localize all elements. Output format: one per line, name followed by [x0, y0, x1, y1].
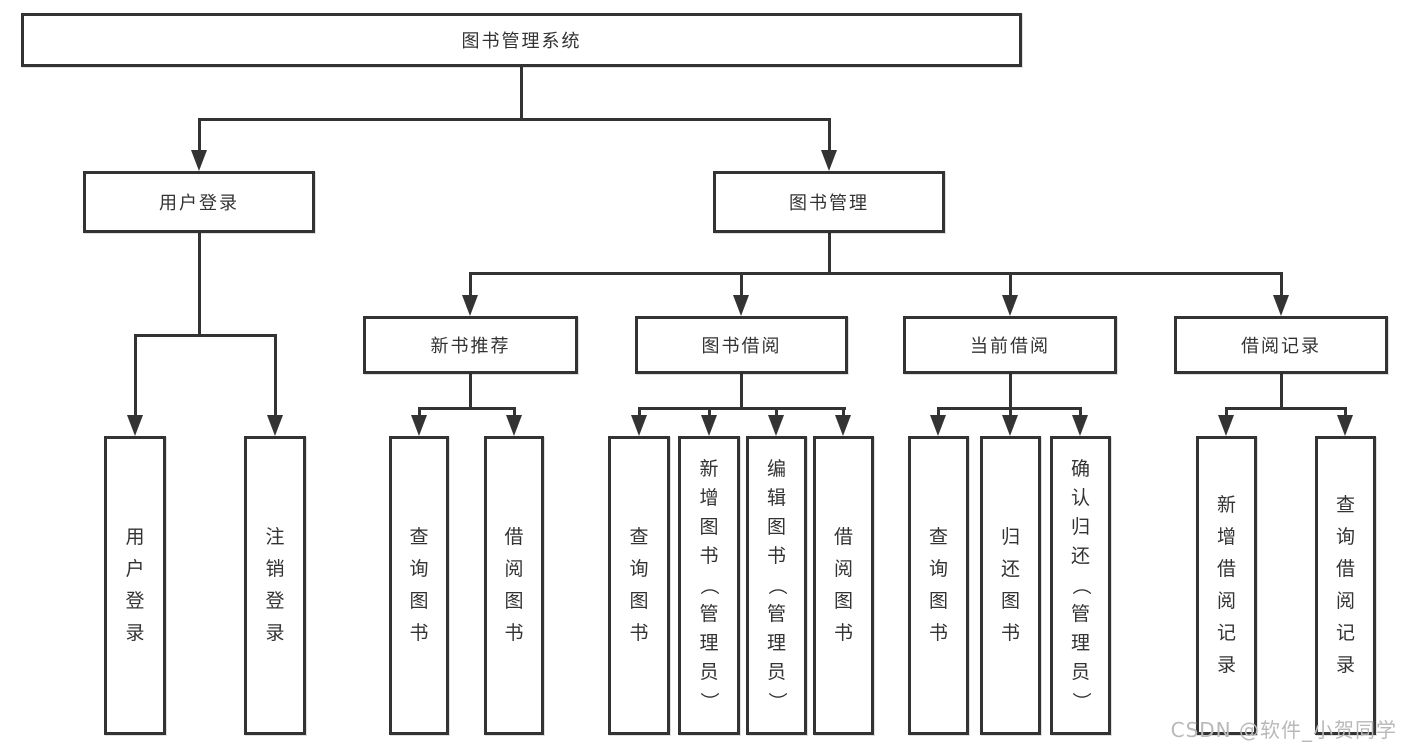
- node-label: 查询图书: [409, 526, 429, 644]
- node-label: 借阅图书: [504, 526, 524, 644]
- leaf-borrow-books: 借阅图书: [484, 436, 544, 735]
- connector-line: [417, 407, 421, 419]
- node-label: 新增图书（管理员）: [698, 458, 721, 712]
- connector-line: [1344, 407, 1347, 419]
- connector-line: [1225, 407, 1228, 419]
- node-label: 查询图书: [928, 526, 948, 644]
- connector-line: [1008, 374, 1012, 410]
- node-label: 确认归还（管理员）: [1069, 458, 1092, 712]
- connector-line: [197, 118, 201, 154]
- node-label: 注销登录: [265, 526, 285, 644]
- arrow-down-icon: [1002, 295, 1018, 316]
- leaf-edit-books-admin: 编辑图书（管理员）: [746, 436, 807, 735]
- node-label: 查询借阅记录: [1335, 494, 1355, 676]
- leaf-query-borrow-record: 查询借阅记录: [1315, 436, 1376, 735]
- node-label: 新书推荐: [430, 336, 511, 357]
- connector-line: [1279, 272, 1283, 298]
- connector-line: [512, 407, 516, 419]
- leaf-add-borrow-record: 新增借阅记录: [1196, 436, 1257, 735]
- connector-line: [937, 407, 940, 419]
- arrow-down-icon: [1002, 415, 1018, 436]
- connector-line: [637, 407, 641, 419]
- connector-line: [827, 118, 831, 154]
- connector-line: [273, 334, 277, 418]
- arrow-down-icon: [733, 295, 749, 316]
- node-book-management: 图书管理: [713, 171, 945, 233]
- node-label: 用户登录: [125, 526, 145, 644]
- connector-line: [197, 118, 831, 121]
- connector-line: [740, 272, 743, 298]
- node-label: 新增借阅记录: [1216, 494, 1236, 676]
- arrow-down-icon: [1337, 415, 1353, 436]
- connector-line: [707, 407, 711, 419]
- node-label: 借阅记录: [1241, 336, 1321, 357]
- node-label: 查询图书: [629, 526, 649, 644]
- arrow-down-icon: [631, 415, 647, 436]
- connector-line: [775, 407, 778, 419]
- node-borrowing-records: 借阅记录: [1174, 316, 1388, 374]
- node-label: 图书管理: [789, 193, 869, 214]
- leaf-logout: 注销登录: [244, 436, 306, 735]
- leaf-query-books: 查询图书: [908, 436, 969, 735]
- arrow-down-icon: [930, 415, 946, 436]
- node-current-borrowing: 当前借阅: [903, 316, 1117, 374]
- connector-line: [417, 407, 516, 410]
- arrow-down-icon: [191, 150, 207, 171]
- connector-line: [469, 374, 472, 410]
- arrow-down-icon: [835, 415, 851, 436]
- connector-line: [740, 374, 743, 410]
- node-book-borrowing: 图书借阅: [635, 316, 848, 374]
- connector-line: [827, 233, 831, 275]
- arrow-down-icon: [267, 415, 283, 436]
- node-label: 归还图书: [1000, 526, 1020, 644]
- node-library-management-system: 图书管理系统: [21, 13, 1022, 67]
- node-label: 编辑图书（管理员）: [765, 458, 788, 712]
- arrow-down-icon: [411, 415, 427, 436]
- node-label: 图书管理系统: [461, 31, 582, 52]
- leaf-return-books: 归还图书: [980, 436, 1041, 735]
- node-label: 借阅图书: [833, 526, 853, 644]
- arrow-down-icon: [768, 415, 784, 436]
- leaf-borrow-books: 借阅图书: [813, 436, 874, 735]
- connector-line: [133, 334, 277, 337]
- leaf-query-books: 查询图书: [608, 436, 670, 735]
- arrow-down-icon: [821, 150, 837, 171]
- connector-line: [1225, 407, 1347, 410]
- connector-line: [469, 272, 472, 298]
- connector-line: [637, 407, 846, 410]
- connector-line: [1008, 272, 1012, 298]
- arrow-down-icon: [506, 415, 522, 436]
- arrow-down-icon: [462, 295, 478, 316]
- connector-line: [133, 334, 137, 418]
- connector-line: [1009, 407, 1012, 419]
- connector-line: [197, 233, 201, 337]
- connector-line: [842, 407, 845, 419]
- node-label: 用户登录: [159, 193, 239, 214]
- leaf-query-books: 查询图书: [389, 436, 449, 735]
- node-label: 当前借阅: [970, 336, 1050, 357]
- leaf-confirm-return-admin: 确认归还（管理员）: [1050, 436, 1111, 735]
- node-user-login: 用户登录: [83, 171, 315, 233]
- arrow-down-icon: [127, 415, 143, 436]
- connector-line: [1079, 407, 1082, 419]
- connector-line: [520, 67, 523, 121]
- leaf-add-books-admin: 新增图书（管理员）: [678, 436, 740, 735]
- arrow-down-icon: [1072, 415, 1088, 436]
- arrow-down-icon: [1218, 415, 1234, 436]
- node-label: 图书借阅: [701, 336, 782, 357]
- leaf-user-login: 用户登录: [104, 436, 166, 735]
- arrow-down-icon: [701, 415, 717, 436]
- node-new-book-recommendation: 新书推荐: [363, 316, 578, 374]
- connector-line: [469, 272, 1283, 275]
- csdn-watermark: CSDN @软件_小贺同学: [1170, 718, 1397, 742]
- connector-line: [1279, 374, 1283, 410]
- arrow-down-icon: [1273, 295, 1289, 316]
